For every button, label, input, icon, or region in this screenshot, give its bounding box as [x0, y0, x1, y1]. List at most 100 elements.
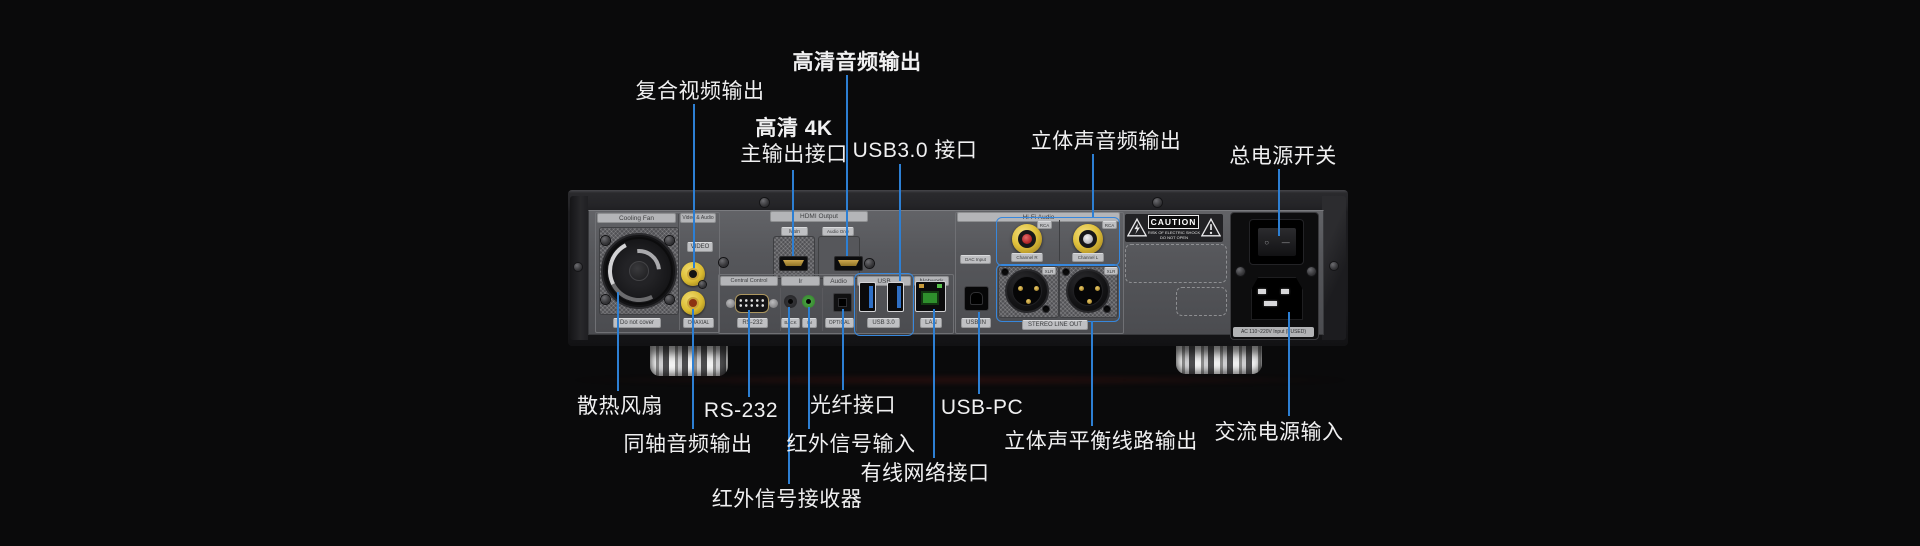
section-ir: Ir: [781, 276, 820, 286]
strip-divider: [856, 288, 857, 331]
fan-warning-label: Do not cover: [613, 318, 661, 328]
video-port-label: VIDEO: [687, 242, 713, 252]
ac-inlet-c14: [1251, 277, 1303, 320]
xlr-pin: [1095, 286, 1100, 291]
label-recess-small: [1176, 287, 1227, 316]
label-hd-4k: 高清 4K: [755, 117, 833, 140]
lan-port-label: LAN: [920, 318, 942, 328]
lan-led-green: [937, 284, 942, 288]
optical-inner: [838, 298, 847, 307]
usb3-port-2: [887, 282, 904, 312]
screw: [865, 259, 874, 268]
rca-highlight-box: [996, 217, 1120, 266]
main-power-switch: ○ —: [1257, 227, 1297, 257]
exclamation-warning-icon: [1201, 217, 1221, 237]
screw: [1153, 198, 1162, 207]
callout-line-optical: [842, 309, 844, 390]
usb-dac-input-port: [964, 286, 989, 311]
callout-line-coaxial: [692, 309, 694, 429]
jack-hole: [788, 299, 793, 304]
section-hdmi-output: HDMI Output: [770, 211, 868, 222]
usb3-port-label: USB 3.0: [867, 318, 900, 328]
ethernet-lan-port: [915, 281, 946, 312]
usb-in-label: USB IN: [961, 318, 991, 328]
callout-line-lan: [933, 309, 935, 458]
callout-line-fan: [617, 292, 619, 391]
label-stereo-audio-output: 立体声音频输出: [1030, 130, 1182, 153]
rca-core-red: [1022, 234, 1032, 244]
db9-nut: [769, 299, 778, 308]
floor-reflection: [560, 374, 1360, 386]
xlr-pin: [1087, 299, 1092, 304]
ir-back-label: BACK: [781, 318, 800, 328]
xlr-latch-screw: [1002, 269, 1008, 275]
label-composite-video-output: 复合视频输出: [635, 80, 765, 103]
section-audio: Audio: [823, 276, 854, 286]
screw: [760, 198, 769, 207]
screw: [601, 236, 610, 245]
xlr-latch-screw: [1104, 306, 1110, 312]
device-foot-left: [650, 346, 728, 376]
xlr-tag-r: XLR: [1042, 267, 1056, 275]
fan-hub: [629, 261, 649, 281]
screw: [1236, 267, 1245, 276]
ac-rating-label: AC 110~220V Input (FUSED): [1233, 327, 1314, 337]
caution-line1: RISK OF ELECTRIC SHOCK: [1147, 230, 1201, 235]
usb3-port-1: [859, 282, 876, 312]
xlr-tag-l: XLR: [1104, 267, 1118, 275]
usb-tongue: [869, 286, 873, 308]
screw: [665, 236, 674, 245]
hdmi-tongue: [838, 260, 859, 266]
label-main-output-port: 主输出接口: [740, 143, 848, 166]
hdmi-main-label: Main: [781, 227, 808, 236]
screw: [574, 263, 582, 271]
section-central-control: Central Control: [720, 276, 778, 286]
dac-input-label: DAC Input: [960, 255, 991, 264]
callout-line-ir-receiver: [788, 307, 790, 484]
label-wired-network-port: 有线网络接口: [860, 462, 990, 485]
screw: [699, 281, 706, 288]
db9-pins: [738, 298, 766, 308]
caution-line2: DO NOT OPEN: [1160, 235, 1188, 240]
label-usb-pc: USB-PC: [940, 396, 1024, 419]
label-stereo-balanced-line-output: 立体声平衡线路输出: [1004, 430, 1198, 453]
ir-in-label: IN: [802, 318, 817, 328]
callout-line-composite-video: [693, 104, 695, 268]
label-usb3-port: USB3.0 接口: [852, 139, 978, 162]
rca-hole: [687, 297, 699, 309]
strip-divider: [780, 288, 781, 331]
ac-pin: [1281, 289, 1289, 294]
caution-title: CAUTION: [1148, 215, 1199, 229]
callout-line-usb3: [899, 164, 901, 281]
xlr-pin: [1018, 286, 1023, 291]
label-cooling-fan: 散热风扇: [577, 395, 663, 418]
callout-line-usb-pc: [978, 312, 980, 394]
label-rs232: RS-232: [703, 399, 779, 422]
rca-hole: [687, 268, 699, 280]
label-ir-signal-input: 红外信号输入: [786, 433, 916, 456]
strip-divider: [822, 288, 823, 331]
stereo-rca-left-jack: [1073, 224, 1103, 254]
device-foot-right: [1176, 346, 1262, 374]
optical-port-label: OPTICAL: [825, 318, 854, 328]
rs232-serial-port: [726, 294, 778, 314]
label-ac-power-input: 交流电源输入: [1214, 421, 1344, 444]
usbb-inner: [970, 292, 983, 305]
channel-l-label: Channel L: [1072, 253, 1104, 262]
screw: [719, 258, 728, 267]
label-coaxial-audio-output: 同轴音频输出: [623, 433, 753, 456]
cooling-fan: [599, 231, 679, 311]
label-optical-port: 光纤接口: [810, 394, 896, 417]
hdmi-tongue: [783, 260, 804, 266]
label-hd-4k-main-output: 高清 4K 主输出接口: [740, 116, 848, 168]
callout-line-hdmi-audio: [846, 75, 848, 256]
hdmi-audio-only-port: [834, 256, 863, 271]
rs232-port-label: RS-232: [737, 318, 768, 328]
callout-line-ac-input: [1288, 312, 1290, 416]
coaxial-port-label: COAXIAL: [683, 318, 714, 328]
screw: [665, 295, 674, 304]
screw: [1330, 262, 1338, 270]
xlr-left-output: [1066, 269, 1110, 313]
xlr-pin: [1079, 286, 1084, 291]
rca-tag-l: RCA: [1102, 221, 1117, 229]
